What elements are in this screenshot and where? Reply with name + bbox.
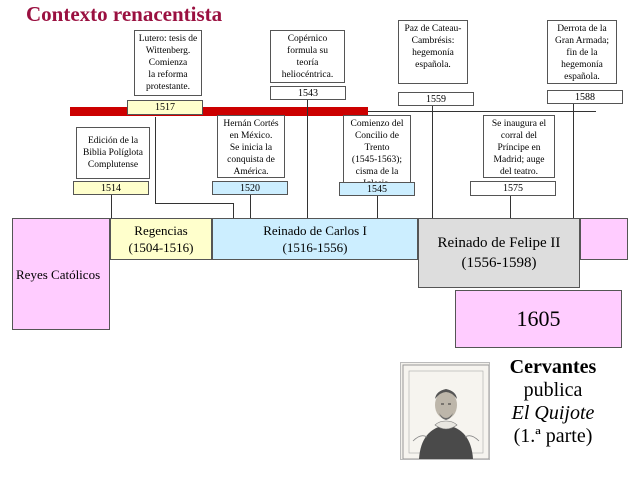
- slide-title: Contexto renacentista: [26, 2, 223, 26]
- year-1543: 1543: [270, 86, 346, 100]
- connector-1517-h: [155, 203, 233, 204]
- event-corral-principe: Se inaugura el corral del Príncipe en Ma…: [483, 115, 555, 178]
- connector-1559: [432, 105, 433, 218]
- timeline-line: [368, 111, 596, 112]
- connector-1543: [307, 100, 308, 218]
- year-1520: 1520: [212, 181, 288, 195]
- event-copernico: Copérnico formula su teoría heliocéntric…: [270, 30, 345, 83]
- reign-carlos-i-years: (1516-1556): [282, 240, 348, 255]
- reign-felipe-ii-label: Reinado de Felipe II: [437, 235, 561, 251]
- connector-1517: [155, 117, 156, 203]
- reign-regencias-label: Regencias: [134, 223, 188, 238]
- year-1588: 1588: [547, 90, 623, 104]
- year-1575: 1575: [470, 181, 556, 196]
- year-1517: 1517: [127, 100, 203, 115]
- event-lutero: Lutero: tesis de Wittenberg. Comienza la…: [134, 30, 202, 96]
- reign-carlos-i-label: Reinado de Carlos I: [263, 223, 367, 238]
- reign-reyes-catolicos-label: Reyes Católicos: [16, 266, 101, 282]
- year-1514: 1514: [73, 181, 149, 195]
- connector-1588: [573, 104, 574, 218]
- highlight-year-box: 1605: [455, 290, 622, 348]
- reign-after-felipe: [580, 218, 628, 260]
- cervantes-line-4: (1.ª parte): [513, 425, 593, 447]
- event-paz-cateau: Paz de Cateau- Cambrésis: hegemonía espa…: [398, 20, 468, 84]
- reign-regencias: Regencias (1504-1516): [110, 218, 212, 260]
- reign-felipe-ii: Reinado de Felipe II (1556-1598): [418, 218, 580, 288]
- highlight-year: 1605: [516, 306, 561, 331]
- connector-1520: [250, 195, 251, 218]
- connector-1517-down: [233, 203, 234, 218]
- reign-reyes-catolicos: Reyes Católicos: [12, 218, 110, 330]
- timeline-bar: [70, 107, 368, 116]
- cervantes-line-3: El Quijote: [511, 402, 595, 424]
- connector-1514: [111, 195, 112, 218]
- event-poliglota: Edición de la Biblia Políglota Compluten…: [76, 127, 150, 179]
- cervantes-portrait: [400, 362, 490, 460]
- year-1559: 1559: [398, 92, 474, 106]
- cervantes-line-1: Cervantes: [509, 356, 597, 378]
- reign-carlos-i: Reinado de Carlos I (1516-1556): [212, 218, 418, 260]
- cervantes-text: Cervantes publica El Quijote (1.ª parte): [498, 356, 608, 448]
- connector-1545: [377, 195, 378, 218]
- year-1545: 1545: [339, 182, 415, 196]
- event-concilio-trento: Comienzo del Concilio de Trento (1545-15…: [343, 115, 411, 189]
- portrait-engraving-icon: [402, 364, 489, 459]
- reign-regencias-years: (1504-1516): [128, 240, 194, 255]
- event-hernan-cortes: Hernán Cortés en México. Se inicia la co…: [217, 115, 285, 178]
- cervantes-line-2: publica: [523, 379, 583, 401]
- event-gran-armada: Derrota de la Gran Armada; fin de la heg…: [547, 20, 617, 84]
- connector-1575: [510, 195, 511, 218]
- reign-felipe-ii-years: (1556-1598): [461, 255, 537, 271]
